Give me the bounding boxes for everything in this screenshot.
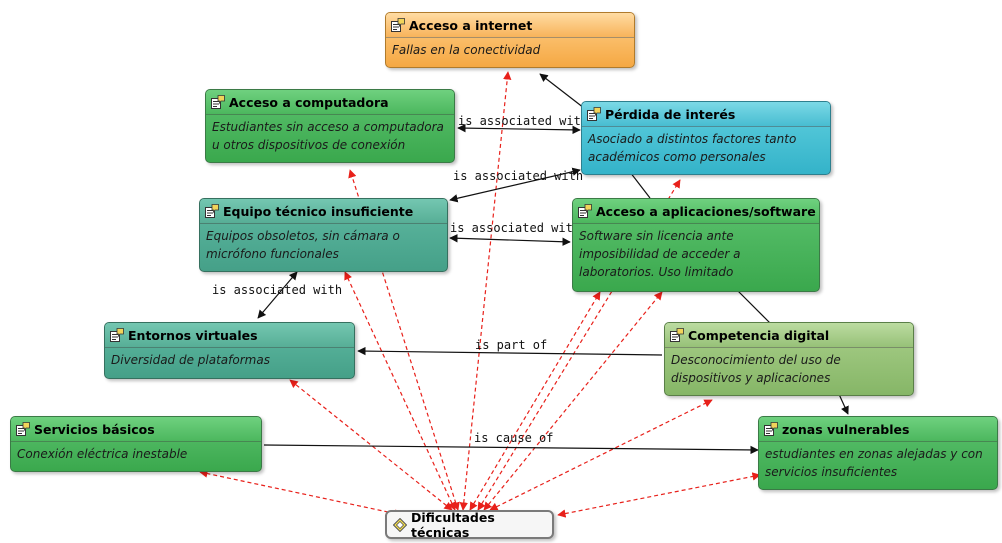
edge-computadora-perdida[interactable] — [457, 123, 581, 135]
edge-perdida-competencia[interactable] — [629, 171, 651, 199]
edge-equipo-dificultades[interactable] — [344, 271, 456, 511]
node-dificultades-tecnicas[interactable]: Dificultades técnicas — [385, 510, 554, 539]
node-title: Servicios básicos — [34, 421, 155, 437]
node-title: Entornos virtuales — [128, 327, 258, 343]
node-title: Pérdida de interés — [605, 106, 736, 122]
node-desc: Estudiantes sin acceso a computadora — [212, 120, 444, 134]
edge-servicios-zonas[interactable] — [263, 444, 759, 455]
edge-label-equipo-entornos: is associated with — [212, 283, 342, 297]
node-desc: micrófono funcionales — [206, 247, 339, 261]
edge-label-equipo-apps: is associated with — [450, 221, 580, 235]
edge-apps2-dificultades[interactable] — [469, 291, 601, 511]
code-family-icon — [392, 517, 408, 532]
node-desc: laboratorios. Uso limitado — [579, 265, 734, 279]
edge-zonas-dificultades[interactable] — [557, 472, 761, 518]
node-title: Acceso a computadora — [229, 94, 389, 110]
node-equipo-tecnico[interactable]: Equipo técnico insuficiente Equipos obso… — [199, 198, 448, 272]
node-acceso-internet[interactable]: Acceso a internet Fallas en la conectivi… — [385, 12, 635, 68]
quotation-icon — [764, 422, 778, 436]
edge-label-servicios-zonas: is cause of — [474, 431, 553, 445]
node-desc: Conexión eléctrica inestable — [17, 447, 188, 461]
node-entornos-virtuales[interactable]: Entornos virtuales Diversidad de platafo… — [104, 322, 355, 379]
node-desc: Software sin licencia ante — [579, 229, 734, 243]
node-competencia-digital[interactable]: Competencia digital Desconocimiento del … — [664, 322, 914, 396]
edge-perdida-internet[interactable] — [539, 73, 585, 109]
node-zonas-vulnerables[interactable]: zonas vulnerables estudiantes en zonas a… — [758, 416, 998, 490]
quotation-icon — [211, 95, 225, 109]
edge-competencia-dificultades[interactable] — [489, 399, 713, 511]
quotation-icon — [205, 204, 219, 218]
quotation-icon — [587, 107, 601, 121]
node-desc: u otros dispositivos de conexión — [212, 138, 406, 152]
node-desc: Desconocimiento del uso de — [671, 353, 841, 367]
edge-label-comp-perdida: is associated with — [458, 114, 588, 128]
edge-competencia-entornos[interactable] — [357, 346, 663, 356]
edge-apps-dificultades[interactable] — [483, 291, 663, 511]
quotation-icon — [578, 204, 592, 218]
node-desc: servicios insuficientes — [765, 465, 898, 479]
node-acceso-computadora[interactable]: Acceso a computadora Estudiantes sin acc… — [205, 89, 455, 163]
node-desc: Asociado a distintos factores tanto — [588, 132, 797, 146]
node-servicios-basicos[interactable]: Servicios básicos Conexión eléctrica ine… — [10, 416, 262, 472]
edge-equipo-apps[interactable] — [449, 234, 571, 246]
node-desc: Fallas en la conectividad — [392, 43, 541, 57]
edge-equipo-entornos[interactable] — [257, 271, 298, 319]
node-desc: estudiantes en zonas alejadas y con — [765, 447, 983, 461]
edge-equipo-perdida[interactable] — [449, 167, 581, 203]
node-title: Acceso a aplicaciones/software — [596, 203, 816, 219]
quotation-icon — [110, 328, 124, 342]
node-desc: dispositivos y aplicaciones — [671, 371, 831, 385]
node-title: Dificultades técnicas — [411, 510, 495, 539]
quotation-icon — [670, 328, 684, 342]
node-perdida-interes[interactable]: Pérdida de interés Asociado a distintos … — [581, 101, 831, 175]
node-title: zonas vulnerables — [782, 421, 910, 437]
quotation-icon — [16, 422, 30, 436]
quotation-icon — [391, 18, 405, 32]
node-title: Acceso a internet — [409, 17, 533, 33]
edge-apps-competencia[interactable] — [736, 289, 771, 324]
edge-label-competencia-entornos: is part of — [475, 338, 547, 352]
node-desc: académicos como personales — [588, 150, 766, 164]
edge-label-equipo-perdida: is associated with — [453, 169, 583, 183]
node-title: Equipo técnico insuficiente — [223, 203, 414, 219]
node-acceso-aplicaciones[interactable]: Acceso a aplicaciones/software Software … — [572, 198, 820, 292]
node-title: Competencia digital — [688, 327, 830, 343]
node-desc: Equipos obsoletos, sin cámara o — [206, 229, 400, 243]
node-desc: imposibilidad de acceder a — [579, 247, 741, 261]
edge-servicios-dificultades[interactable] — [199, 469, 403, 518]
node-desc: Diversidad de plataformas — [111, 353, 270, 367]
